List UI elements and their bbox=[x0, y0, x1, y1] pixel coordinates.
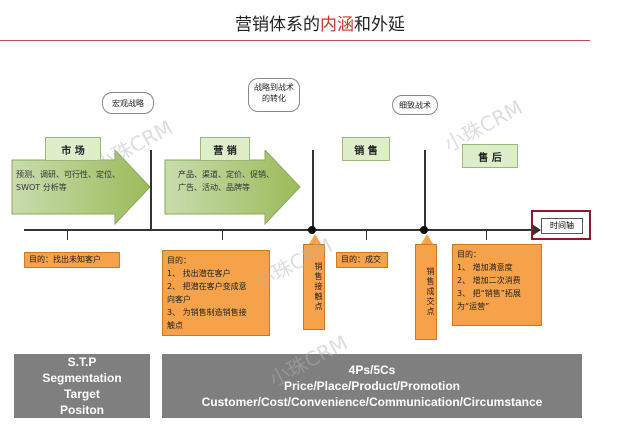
market-arrow bbox=[11, 150, 151, 226]
timeline-marker bbox=[308, 226, 316, 234]
4ps-5cs-panel: 4Ps/5Cs Price/Place/Product/Promotion Cu… bbox=[162, 354, 582, 418]
tick bbox=[366, 230, 367, 240]
bubble-macro-strategy: 宏观战略 bbox=[102, 92, 154, 114]
timeline-axis bbox=[24, 229, 540, 231]
objective-sales: 目的：成交 bbox=[336, 252, 388, 268]
tick bbox=[67, 230, 68, 240]
separator-line bbox=[150, 150, 152, 230]
arrows-svg bbox=[11, 150, 301, 226]
phase-marketing: 营 销 bbox=[200, 137, 250, 161]
stp-panel: S.T.P Segmentation Target Positon bbox=[14, 354, 150, 418]
objective-market: 目的：找出未知客户 bbox=[24, 252, 120, 268]
timeline-marker bbox=[420, 226, 428, 234]
timeline-label: 时间轴 bbox=[541, 218, 583, 234]
title-divider bbox=[0, 40, 590, 41]
timeline-label-highlight bbox=[531, 210, 591, 240]
marketing-arrow-text: 产品、渠道、定价、促销、广告、活动、品牌等 bbox=[178, 170, 274, 192]
bubble-strategy-to-tactics: 战略到战术的转化 bbox=[248, 78, 300, 112]
phase-market: 市 场 bbox=[45, 137, 101, 161]
market-arrow-text: 预测、调研、可行性、定位、SWOT 分析等 bbox=[16, 170, 120, 192]
tick bbox=[222, 230, 223, 240]
objective-after-sales: 目的： 1、 增加满意度 2、 增加二次消费 3、 把“销售”拓展 为“运营” bbox=[452, 244, 542, 326]
sales-contact-point: 销售接触点 bbox=[303, 244, 325, 330]
tick bbox=[486, 230, 487, 240]
objective-marketing: 目的： 1、 找出潜在客户 2、 把潜在客户变成意 向客户 3、 为销售制造销售… bbox=[162, 250, 270, 336]
contact-pointer bbox=[309, 234, 321, 244]
marketing-arrow bbox=[164, 150, 301, 226]
bubble-detailed-tactics: 细致战术 bbox=[392, 95, 438, 115]
page-title: 营销体系的内涵和外延 bbox=[235, 15, 405, 35]
separator-line bbox=[424, 150, 426, 230]
contact-pointer bbox=[421, 234, 433, 244]
timeline-arrowhead bbox=[532, 224, 541, 236]
separator-line bbox=[312, 150, 314, 230]
phase-after-sales: 售 后 bbox=[462, 144, 518, 168]
phase-sales: 销 售 bbox=[342, 137, 390, 161]
deal-contact-point: 销售成交点 bbox=[415, 244, 437, 340]
